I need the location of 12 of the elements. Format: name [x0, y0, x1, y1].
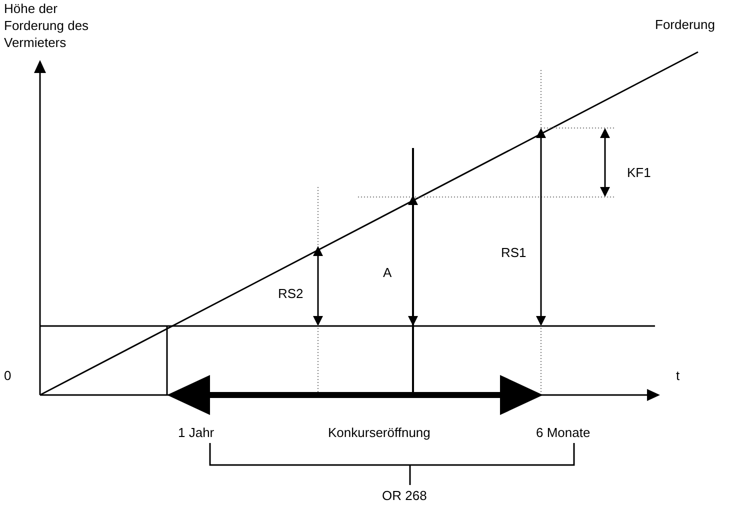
dimension-label: KF1 [627, 164, 651, 181]
dimension-label: RS1 [501, 244, 526, 261]
time-label: 6 Monate [536, 424, 590, 441]
dimension-label: RS2 [278, 285, 304, 302]
axis-label: t [676, 367, 680, 384]
bracket-label: OR 268 [382, 487, 427, 504]
time-label: 1 Jahr [178, 424, 214, 441]
dimension-label: A [383, 264, 392, 281]
line-label: Forderung [655, 16, 715, 33]
time-label: Konkurseröffnung [328, 424, 430, 441]
origin-label: 0 [4, 367, 12, 384]
axis-title: Höhe der Forderung des Vermieters [4, 0, 90, 51]
